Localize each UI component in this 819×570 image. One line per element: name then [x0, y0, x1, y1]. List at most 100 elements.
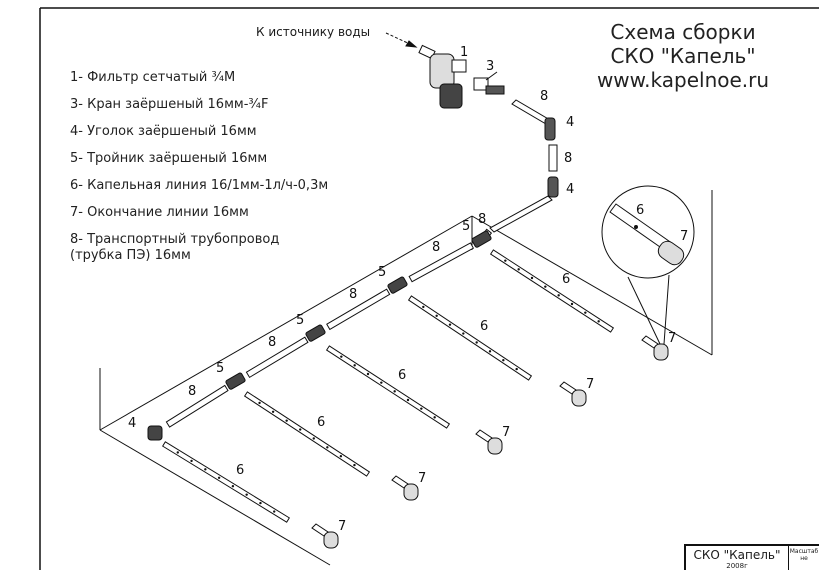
label-pipe: 8 [349, 287, 357, 302]
legend-item-end-cap: 7- Окончание линии 16мм [70, 205, 249, 220]
label-pipe: 8 [432, 240, 440, 255]
callout-detail [601, 185, 695, 345]
drip-emitter [204, 468, 207, 471]
tee-fitting [471, 230, 492, 248]
drip-emitter [530, 276, 534, 280]
drip-emitter [393, 390, 396, 393]
label-elbow: 4 [566, 115, 574, 130]
legend-item-drip-line: 6- Капельная линия 16/1мм-1л/ч-0,3м [70, 178, 329, 193]
label-elbow: 4 [566, 182, 574, 197]
stamp-year: 2008г [726, 562, 748, 570]
label-valve: 3 [486, 59, 494, 74]
website-link[interactable]: www.kapelnoe.ru [596, 68, 770, 92]
drip-emitter [258, 401, 261, 405]
filter-part [418, 44, 467, 109]
drip-emitter [435, 314, 438, 317]
stamp-scale-cell: Масштаб не [789, 546, 819, 570]
drip-emitter [502, 359, 505, 362]
drip-emitter [515, 367, 518, 371]
drip-emitter [353, 463, 356, 467]
drip-emitter [488, 350, 492, 353]
drip-emitter [340, 355, 343, 358]
drip-emitter [245, 493, 248, 496]
stamp-scale-label: Масштаб [789, 548, 819, 555]
drip-emitter [420, 407, 423, 410]
header-pipe-segment [408, 242, 475, 283]
end-cap [571, 389, 587, 407]
drip-line [325, 345, 451, 429]
drip-emitter [517, 268, 520, 271]
supply-header [147, 228, 493, 441]
label-tee: 5 [296, 313, 304, 328]
label-drip-line: 6 [562, 272, 570, 287]
legend-item-pipe-line2: (трубка ПЭ) 16мм [70, 248, 191, 263]
drip-emitter [176, 451, 179, 454]
valve-part [473, 71, 505, 95]
drip-emitter [326, 446, 329, 449]
tee-fitting [305, 324, 326, 342]
label-tee: 5 [378, 265, 386, 280]
label-drip-line: 6 [480, 319, 488, 334]
end-cap [403, 483, 419, 501]
drip-emitter [406, 398, 410, 402]
drip-line [489, 249, 615, 333]
drip-line [162, 441, 290, 523]
drip-emitter [299, 428, 302, 431]
label-drip-line: 6 [636, 203, 644, 218]
title-line-2: СКО "Капель" [610, 44, 756, 68]
drip-emitter [462, 332, 465, 335]
header-pipe-segment [326, 288, 391, 331]
label-drip-line: 6 [317, 415, 325, 430]
drip-emitter [475, 341, 478, 344]
label-end-cap: 7 [668, 331, 676, 346]
label-pipe: 8 [188, 384, 196, 399]
drip-emitter [285, 419, 288, 422]
label-pipe: 8 [564, 151, 572, 166]
label-pipe: 8 [478, 212, 486, 227]
label-pipe: 8 [540, 89, 548, 104]
drip-emitter [557, 294, 560, 297]
label-tee: 5 [462, 219, 470, 234]
stamp-scale-value: не [800, 555, 808, 562]
drip-emitter [217, 476, 221, 479]
drip-emitter [504, 259, 507, 262]
diagram-title: Схема сборки СКО "Капель" www.kapelnoe.r… [573, 20, 793, 92]
label-tee: 5 [216, 361, 224, 376]
label-drip-line: 6 [236, 463, 244, 478]
stamp-main-cell: СКО "Капель" 2008г [686, 546, 789, 570]
legend-item-tee: 5- Тройник заёршеный 16мм [70, 151, 268, 166]
drip-line [243, 391, 371, 477]
label-end-cap: 7 [586, 377, 594, 392]
drip-emitter [273, 510, 276, 513]
legend-item-pipe-line1: 8- Транспортный трубопровод [70, 232, 280, 247]
header-pipe-segment [165, 384, 229, 428]
label-pipe: 8 [268, 335, 276, 350]
drip-emitter [271, 410, 275, 413]
drip-emitter [570, 302, 574, 306]
end-cap [653, 343, 669, 361]
label-filter: 1 [460, 45, 468, 60]
end-cap [323, 531, 339, 549]
source-arrow [385, 32, 418, 48]
label-drip-line: 6 [398, 368, 406, 383]
elbow-fitting [147, 425, 163, 441]
tee-fitting [225, 372, 246, 390]
drip-emitter [584, 311, 587, 314]
riser-pipe-group [489, 99, 559, 233]
label-elbow: 4 [128, 416, 136, 431]
title-block-stamp: СКО "Капель" 2008г Масштаб не [684, 544, 819, 570]
drip-emitter [312, 437, 315, 440]
label-end-cap: 7 [338, 519, 346, 534]
label-end-cap: 7 [502, 425, 510, 440]
legend-item-elbow: 4- Уголок заёршеный 16мм [70, 124, 257, 139]
drip-emitter [544, 285, 547, 288]
end-caps [311, 335, 669, 549]
parts-legend: 1- Фильтр сетчатый ¾М 3- Кран заёршеный … [70, 70, 328, 264]
label-end-cap: 7 [418, 471, 426, 486]
drip-emitter [353, 364, 356, 367]
drip-emitter [433, 416, 436, 419]
drip-emitter [597, 320, 600, 323]
drip-lines [162, 249, 615, 523]
